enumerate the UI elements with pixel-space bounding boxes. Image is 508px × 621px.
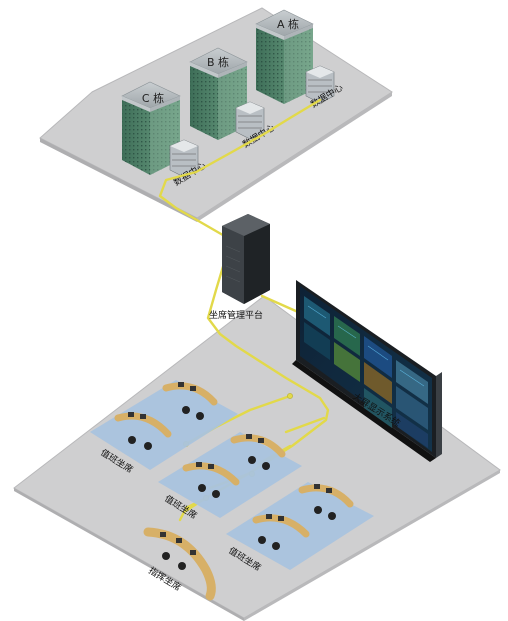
building-c-label: C 栋 [142, 91, 164, 105]
platform-label: 坐席管理平台 [209, 309, 263, 321]
seat-management-platform-cabinet [222, 214, 270, 304]
building-a-label: A 栋 [277, 17, 299, 31]
building-b-label: B 栋 [207, 55, 229, 69]
